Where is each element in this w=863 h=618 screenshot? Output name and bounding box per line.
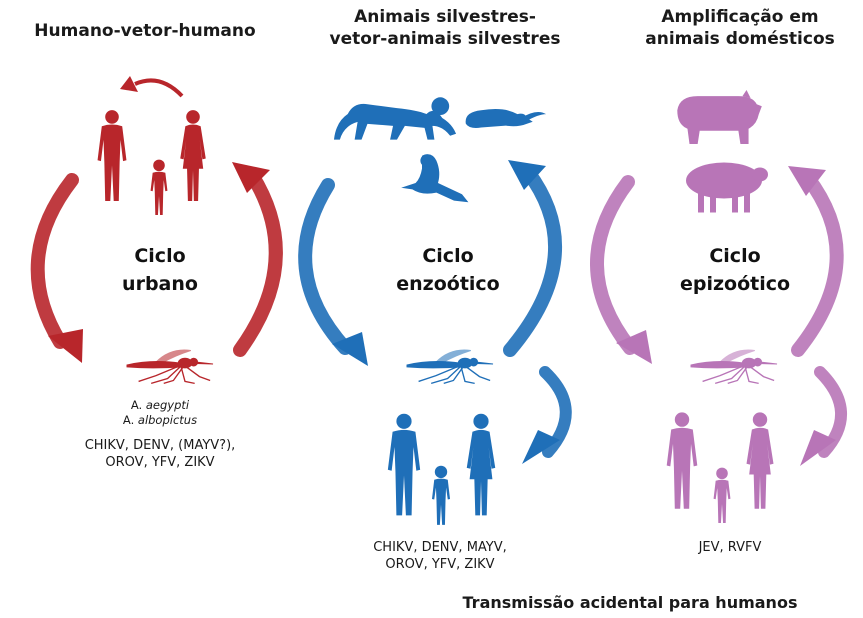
- epizootic-title-line2: animais domésticos: [620, 28, 860, 50]
- cycle-arrow-icon: [240, 175, 276, 350]
- child-icon: [432, 466, 450, 525]
- enzootic-virus-list: CHIKV, DENV, MAYV, OROV, YFV, ZIKV: [330, 539, 550, 573]
- species-aegypti: A. aegypti: [70, 398, 250, 413]
- man-icon: [388, 414, 420, 516]
- epizootic-column-title: Amplificação em animais domésticos: [620, 6, 860, 50]
- woman-icon: [467, 414, 496, 516]
- species-name: aegypti: [146, 398, 189, 412]
- epizootic-cycle-graphic: [597, 90, 841, 523]
- urban-vector-species: A. aegypti A. albopictus: [70, 398, 250, 428]
- virus-list-line: CHIKV, DENV, MAYV,: [330, 539, 550, 556]
- enzootic-cycle-label: Ciclo enzoótico: [368, 242, 528, 298]
- enzootic-column-title: Animais silvestres- vetor-animais silves…: [300, 6, 590, 50]
- child-icon: [151, 160, 168, 215]
- man-icon: [98, 110, 127, 201]
- mosquito-icon: [407, 350, 493, 383]
- enzootic-cycle-label-line1: Ciclo: [368, 242, 528, 270]
- epizootic-cycle-label: Ciclo epizoótico: [655, 242, 815, 298]
- woman-icon: [180, 110, 206, 201]
- epizootic-virus-list: JEV, RVFV: [660, 539, 800, 556]
- epizootic-title-line1: Amplificação em: [620, 6, 860, 28]
- enzootic-title-line1: Animais silvestres-: [300, 6, 590, 28]
- enzootic-title-line2: vetor-animais silvestres: [300, 28, 590, 50]
- cycle-arrow-icon: [38, 180, 72, 342]
- child-icon: [714, 468, 731, 523]
- urban-cycle-label: Ciclo urbano: [95, 242, 225, 298]
- mosquito-icon: [691, 350, 777, 383]
- epizootic-cycle-label-line2: epizoótico: [655, 270, 815, 298]
- species-genus: A.: [131, 398, 142, 412]
- virus-list-line: OROV, YFV, ZIKV: [40, 454, 280, 471]
- species-albopictus: A. albopictus: [70, 413, 250, 428]
- enzootic-cycle-graphic: [305, 97, 566, 525]
- urban-cycle-label-line2: urbano: [95, 270, 225, 298]
- mosquito-icon: [127, 350, 213, 383]
- virus-list-line: CHIKV, DENV, (MAYV?),: [40, 437, 280, 454]
- species-genus: A.: [123, 413, 134, 427]
- bird-icon: [401, 154, 468, 202]
- monkey-icon: [334, 97, 456, 139]
- cycle-arrow-icon: [135, 80, 182, 96]
- virus-list-line: OROV, YFV, ZIKV: [330, 556, 550, 573]
- pig-icon: [677, 90, 762, 144]
- woman-icon: [747, 412, 774, 508]
- cycle-arrow-icon: [597, 182, 630, 348]
- enzootic-cycle-label-line2: enzoótico: [368, 270, 528, 298]
- species-name: albopictus: [138, 413, 197, 427]
- sheep-icon: [686, 163, 768, 213]
- urban-column-title: Humano-vetor-humano: [5, 20, 285, 42]
- rodent-icon: [466, 109, 546, 128]
- urban-virus-list: CHIKV, DENV, (MAYV?), OROV, YFV, ZIKV: [40, 437, 280, 471]
- epizootic-cycle-label-line1: Ciclo: [655, 242, 815, 270]
- cycle-arrow-icon: [305, 185, 345, 348]
- accidental-transmission-caption: Transmissão acidental para humanos: [420, 592, 840, 614]
- urban-cycle-label-line1: Ciclo: [95, 242, 225, 270]
- urban-cycle-graphic: [38, 76, 276, 383]
- man-icon: [667, 412, 698, 508]
